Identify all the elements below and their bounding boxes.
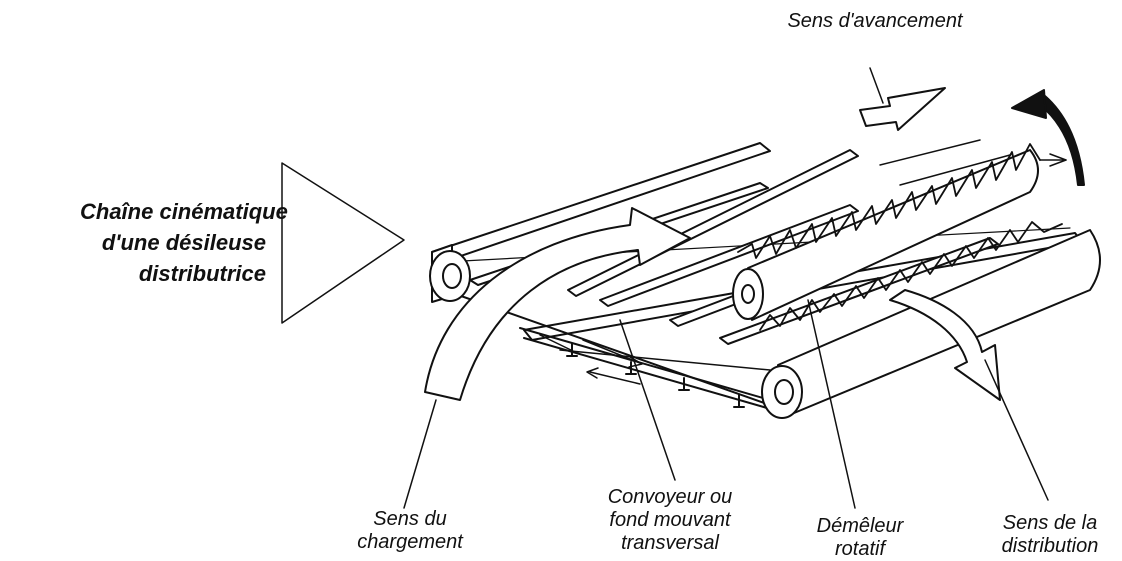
advance-arrow-icon	[859, 67, 946, 131]
loading-arrow-icon	[424, 207, 691, 401]
loading-line-1: Sens du	[373, 508, 447, 530]
loading-line-2: chargement	[357, 531, 463, 553]
distribution-line-2: distribution	[1001, 535, 1099, 557]
label-loading-direction: Sens du chargement	[330, 508, 490, 554]
conveyor-line-3: transversal	[621, 532, 719, 554]
rotary-disentangler	[732, 143, 1067, 331]
pointer-triangle-icon	[281, 162, 405, 324]
title-line-1: Chaîne cinématique	[80, 199, 288, 224]
demeleur-line-2: rotatif	[834, 538, 886, 560]
distribution-arrow-icon	[889, 289, 1001, 401]
leader-lines	[403, 299, 1049, 509]
title-line-2: d'une désileuse	[101, 230, 266, 255]
rotation-arrow-icon	[1011, 89, 1085, 186]
conveyor-line-2: fond mouvant	[609, 509, 731, 531]
advance-text: Sens d'avancement	[787, 10, 963, 32]
left-roller	[429, 244, 471, 303]
conveyor-line-1: Convoyeur ou	[607, 486, 733, 508]
label-rotary-disentangler: Démêleur rotatif	[790, 515, 930, 561]
distribution-line-1: Sens de la	[1002, 512, 1098, 534]
title-line-3: distributrice	[138, 261, 266, 286]
label-conveyor: Convoyeur ou fond mouvant transversal	[570, 486, 770, 555]
label-distribution-direction: Sens de la distribution	[980, 512, 1120, 558]
demeleur-line-1: Démêleur	[816, 515, 904, 537]
label-advance-direction: Sens d'avancement	[760, 10, 990, 33]
diagram-title: Chaîne cinématique d'une désileuse distr…	[80, 196, 288, 289]
